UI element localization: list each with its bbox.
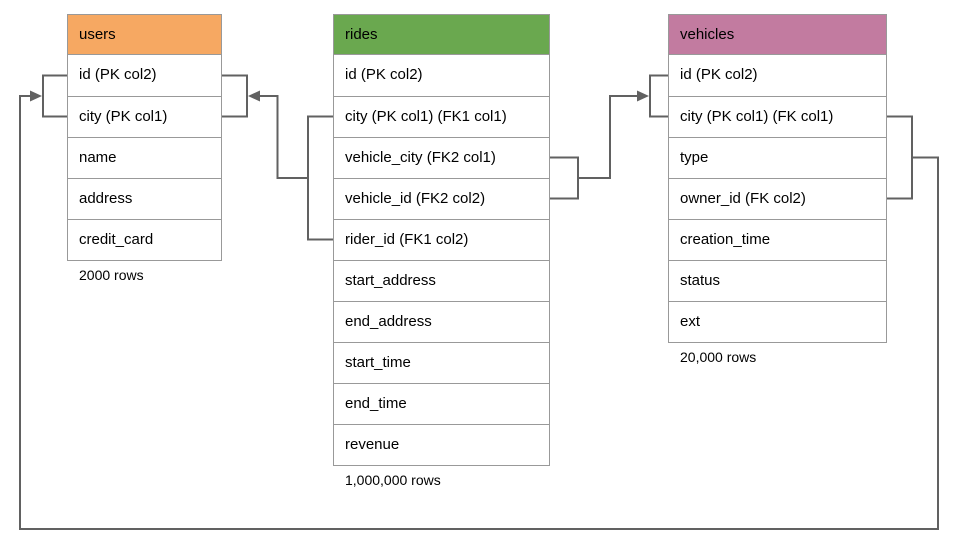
vehicles-fk-bracket-line: [887, 115, 913, 200]
rides-to-users-arrowhead: [248, 90, 260, 102]
table-vehicles: vehicles id (PK col2) city (PK col1) (FK…: [668, 14, 887, 343]
vehicles-to-users-arrowhead: [30, 90, 42, 102]
table-rides-column-id: id (PK col2): [334, 55, 549, 96]
rides-fk2-bracket-line: [550, 156, 579, 200]
table-users-column-id: id (PK col2): [68, 55, 221, 96]
rides-to-vehicles-connector-line: [578, 95, 638, 179]
table-rides-column-start-address: start_address: [334, 260, 549, 301]
rides-to-users-connector-line: [259, 95, 308, 179]
table-users-column-credit-card: credit_card: [68, 219, 221, 260]
table-vehicles-rowcount-label: 20,000 rows: [680, 349, 757, 365]
table-rides-header: rides: [334, 15, 549, 55]
vehicles-pk-left-bracket-line: [649, 74, 668, 118]
table-users-column-name: name: [68, 137, 221, 178]
rides-fk1-bracket-line: [307, 115, 333, 241]
table-users-rowcount-label: 2000 rows: [79, 267, 144, 283]
users-pk-right-bracket-line: [222, 74, 248, 118]
table-users: users id (PK col2) city (PK col1) name a…: [67, 14, 222, 261]
table-rides-column-end-address: end_address: [334, 301, 549, 342]
table-users-column-city: city (PK col1): [68, 96, 221, 137]
table-rides-column-start-time: start_time: [334, 342, 549, 383]
table-rides-column-vehicle-city: vehicle_city (FK2 col1): [334, 137, 549, 178]
table-vehicles-column-creation-time: creation_time: [669, 219, 886, 260]
users-pk-left-bracket-line: [42, 74, 67, 118]
table-rides: rides id (PK col2) city (PK col1) (FK1 c…: [333, 14, 550, 466]
vehicles-to-users-connector-line: [19, 95, 939, 530]
table-users-column-address: address: [68, 178, 221, 219]
table-users-header: users: [68, 15, 221, 55]
table-vehicles-column-type: type: [669, 137, 886, 178]
table-rides-rowcount-label: 1,000,000 rows: [345, 472, 441, 488]
table-vehicles-header: vehicles: [669, 15, 886, 55]
table-rides-column-rider-id: rider_id (FK1 col2): [334, 219, 549, 260]
table-vehicles-column-owner-id: owner_id (FK col2): [669, 178, 886, 219]
table-rides-column-vehicle-id: vehicle_id (FK2 col2): [334, 178, 549, 219]
rides-to-vehicles-arrowhead: [637, 90, 649, 102]
table-vehicles-column-city: city (PK col1) (FK col1): [669, 96, 886, 137]
table-rides-column-revenue: revenue: [334, 424, 549, 465]
table-vehicles-column-status: status: [669, 260, 886, 301]
table-rides-column-end-time: end_time: [334, 383, 549, 424]
table-rides-column-city: city (PK col1) (FK1 col1): [334, 96, 549, 137]
table-vehicles-column-ext: ext: [669, 301, 886, 342]
table-vehicles-column-id: id (PK col2): [669, 55, 886, 96]
